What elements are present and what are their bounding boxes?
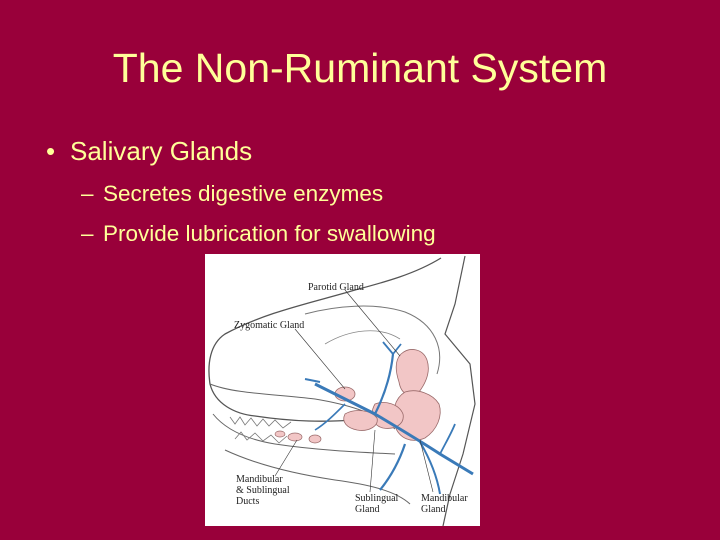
sublingual-gland-label: Sublingual Gland [355,493,399,515]
mandibular-gland-label: Mandibular Gland [421,493,468,515]
mandibular-sublingual-ducts-label: Mandibular & Sublingual Ducts [236,474,290,507]
zygomatic-gland-label: Zygomatic Gland [234,320,305,331]
sub-bullet-enzymes: –Secretes digestive enzymes [81,178,383,210]
sub-bullet-text: Secretes digestive enzymes [103,181,384,206]
slide-title: The Non-Ruminant System [112,45,608,91]
bullet-salivary-glands: • Salivary Glands [46,132,252,170]
dash-glyph: – [81,181,94,206]
sub-bullet-text: Provide lubrication for swallowing [103,221,436,246]
bullet-text: Salivary Glands [70,136,253,166]
sub-bullet-lubrication: –Provide lubrication for swallowing [81,218,436,250]
dog-head-illustration [208,255,476,526]
salivary-gland-diagram: Parotid Gland Zygomatic Gland Mandibular… [205,254,480,526]
dash-glyph: – [81,221,94,246]
parotid-gland-label: Parotid Gland [308,282,364,293]
bullet-glyph: • [46,136,56,166]
